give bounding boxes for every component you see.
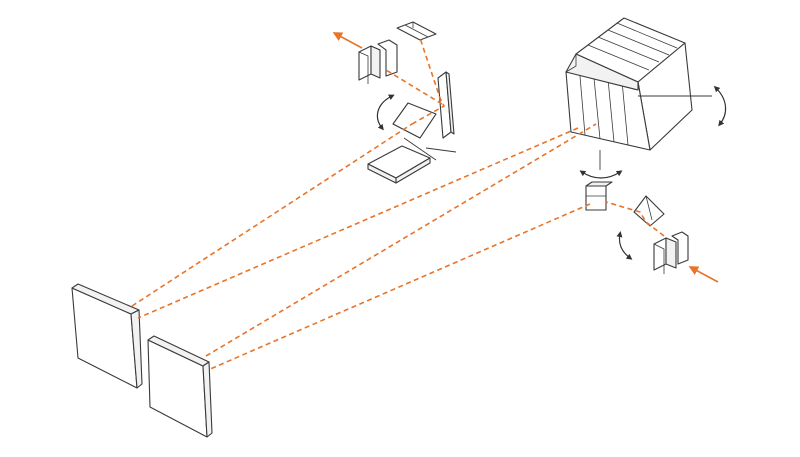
input-beam-arrow [688, 266, 719, 283]
concave-mirror-front [147, 335, 213, 438]
output-beamsplitter-plate [396, 21, 437, 41]
rotation-arrow-plate-mirror [376, 94, 395, 131]
beam-segment-back-mirror-to-plate [131, 123, 413, 307]
input-prism [633, 195, 665, 227]
beam-segment-output-fold [411, 37, 446, 125]
beam-segment-to-mount [385, 69, 443, 105]
beam-segment-front-mirror-to-grating [205, 123, 597, 357]
input-mount-block [653, 231, 689, 274]
rotation-arrow-input-prism [616, 231, 633, 260]
beam-segment-input [605, 201, 665, 237]
diffraction-grating-block [565, 17, 693, 151]
rotation-arrow-grating-axis [713, 85, 727, 127]
output-mount-block [358, 39, 398, 84]
cube-prism [585, 181, 613, 211]
optical-rail-upper [403, 137, 457, 161]
rotation-arrow-grating-vertical [579, 170, 623, 179]
base-slab [367, 145, 431, 184]
output-beam-arrow [332, 32, 363, 49]
tall-folding-mirror [437, 71, 455, 139]
grating-rotation-axis [599, 95, 712, 170]
laser-beam-path [131, 32, 719, 371]
concave-mirror-back [71, 283, 143, 389]
beam-segment-grating-to-back-mirror [137, 127, 579, 319]
beam-segment-cube-to-front-mirror [207, 203, 591, 371]
